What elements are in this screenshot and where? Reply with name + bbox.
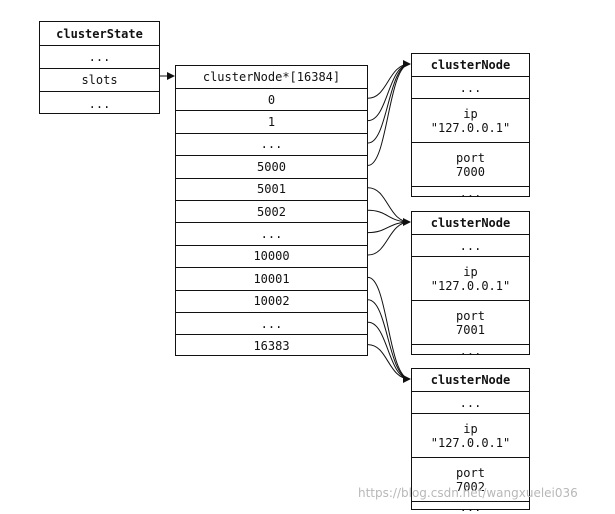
slot-to-node-2-arrow — [367, 276, 411, 383]
cluster-node-title: clusterNode — [430, 58, 511, 72]
slot-to-node-0-arrow — [367, 63, 411, 144]
cluster-state-title: clusterState — [56, 26, 143, 41]
slot-to-node-2-arrow — [367, 321, 411, 380]
cluster-node-field: ... — [412, 76, 529, 98]
cluster-node-field: ... — [412, 500, 529, 514]
slot-cell: ... — [176, 222, 367, 244]
slot-cell: ... — [176, 312, 367, 334]
slot-cell: 10000 — [176, 244, 367, 267]
cluster-node-7002: clusterNode ... ip "127.0.0.1" port 7002… — [411, 368, 530, 514]
cluster-node-field: ... — [412, 186, 529, 200]
cluster-state-field: ... — [40, 91, 159, 115]
slot-cell: 1 — [176, 110, 367, 132]
cluster-state-slots-field: slots — [40, 68, 159, 91]
slot-to-node-2-arrow — [367, 344, 411, 380]
cluster-node-field: ... — [412, 344, 529, 358]
cluster-node-ip: ip "127.0.0.1" — [412, 413, 529, 457]
slot-to-node-1-arrow — [367, 221, 411, 256]
cluster-node-port: port 7000 — [412, 142, 529, 186]
slot-to-node-0-arrow — [367, 60, 411, 99]
cluster-state-struct: clusterState ... slots ... — [39, 21, 160, 114]
slot-cell: 0 — [176, 88, 367, 110]
slot-to-node-2-arrow — [367, 299, 411, 380]
slot-cell: 10002 — [176, 289, 367, 312]
cluster-node-field: ... — [412, 234, 529, 256]
slot-cell: 5002 — [176, 200, 367, 222]
cluster-node-7001: clusterNode ... ip "127.0.0.1" port 7001… — [411, 211, 530, 358]
watermark: https://blog.csdn.net/wangxuelei036 — [358, 486, 578, 500]
slot-cell: 5001 — [176, 177, 367, 200]
slot-cell: 5000 — [176, 155, 367, 177]
cluster-node-title: clusterNode — [430, 373, 511, 387]
slot-cell: 16383 — [176, 334, 367, 356]
cluster-node-7000: clusterNode ... ip "127.0.0.1" port 7000… — [411, 53, 530, 200]
cluster-node-ip: ip "127.0.0.1" — [412, 256, 529, 300]
cluster-node-port: port 7001 — [412, 300, 529, 344]
cluster-node-title: clusterNode — [430, 216, 511, 230]
slot-to-node-0-arrow — [367, 63, 411, 166]
slot-to-node-1-arrow — [367, 221, 411, 234]
slot-to-node-1-arrow — [367, 209, 411, 223]
cluster-node-port: port 7002 — [412, 457, 529, 501]
slot-cell: ... — [176, 132, 367, 155]
slot-to-node-1-arrow — [367, 187, 411, 226]
slots-array-title: clusterNode*[16384] — [202, 70, 341, 84]
cluster-state-field: ... — [40, 45, 159, 68]
slot-cell: 10001 — [176, 267, 367, 289]
cluster-node-field: ... — [412, 391, 529, 413]
slot-to-node-0-arrow — [367, 63, 411, 122]
cluster-node-ip: ip "127.0.0.1" — [412, 98, 529, 142]
